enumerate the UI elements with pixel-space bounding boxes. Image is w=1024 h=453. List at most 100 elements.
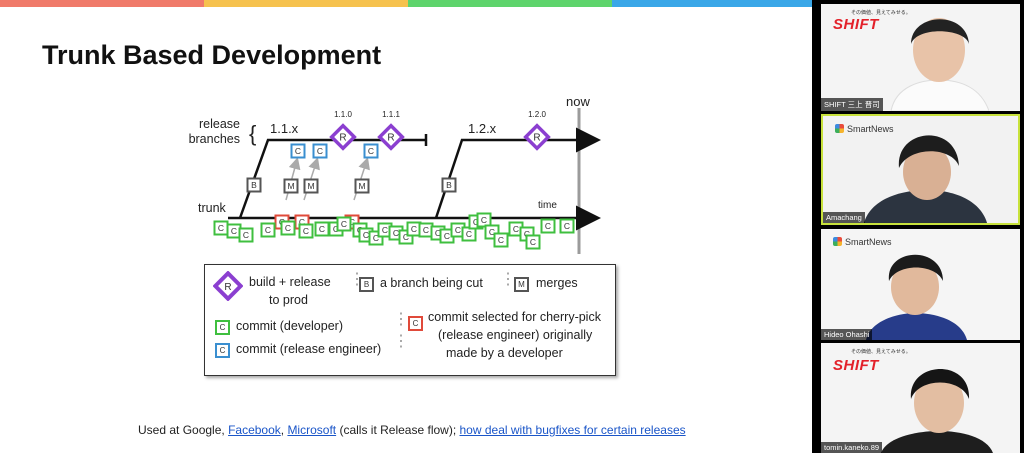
participant-name: tomin.kaneko.89 <box>821 442 883 453</box>
developer-commit: C <box>260 222 276 238</box>
smartnews-icon <box>835 124 844 133</box>
developer-commit: C <box>213 220 229 236</box>
footer-middle: (calls it Release flow); <box>336 423 460 437</box>
release-1-1-0-label: 1.1.0 <box>334 110 352 119</box>
release-1-1-0-diamond: R <box>329 123 357 151</box>
time-label: time <box>538 200 557 211</box>
slide-title: Trunk Based Development <box>42 40 382 70</box>
svg-text:C: C <box>363 230 369 240</box>
developer-commit: C <box>476 212 492 228</box>
svg-text:B: B <box>446 180 452 190</box>
facebook-link[interactable]: Facebook <box>228 423 281 437</box>
participant-name: Hideo Ohashi <box>821 329 873 340</box>
legend-commit-developer: commit (developer) <box>236 319 343 333</box>
trunk-label: trunk <box>198 201 227 215</box>
legend-divider: ⋮ <box>500 271 516 288</box>
legend-divider: ⋮ <box>393 311 409 328</box>
svg-text:C: C <box>265 225 271 235</box>
svg-text:C: C <box>341 219 347 229</box>
svg-text:C: C <box>393 228 399 238</box>
developer-commit: C <box>298 223 314 239</box>
legend-merges: merges <box>536 276 578 290</box>
svg-text:C: C <box>373 233 379 243</box>
bugfix-releases-link[interactable]: how deal with bugfixes for certain relea… <box>459 423 686 437</box>
smartnews-logo: SmartNews <box>835 124 894 134</box>
microsoft-link[interactable]: Microsoft <box>287 423 337 437</box>
svg-text:C: C <box>299 217 305 227</box>
branch-cut-icon: B <box>359 277 374 292</box>
svg-text:C: C <box>411 224 417 234</box>
participant-avatar <box>821 229 1020 340</box>
branch-cut-marker: B <box>246 177 262 193</box>
legend-cherry-pick-1: commit selected for cherry-pick <box>428 310 601 324</box>
legend-divider: ⋮ <box>393 333 409 350</box>
developer-commit: C <box>540 218 556 234</box>
svg-text:C: C <box>466 229 472 239</box>
branch-1-1-x-line <box>238 138 426 219</box>
participant-name: Amachang <box>823 212 865 223</box>
release-1-1-1-diamond: R <box>377 123 405 151</box>
svg-text:C: C <box>382 225 388 235</box>
developer-commit: C <box>525 234 541 250</box>
developer-commit: C <box>450 222 466 238</box>
svg-text:C: C <box>513 224 519 234</box>
svg-text:M: M <box>287 181 294 191</box>
svg-text:C: C <box>435 228 441 238</box>
svg-text:R: R <box>533 133 540 144</box>
release-diamond-icon: R <box>213 271 243 301</box>
branch-1-2-x-line <box>434 127 601 219</box>
svg-text:R: R <box>224 282 231 293</box>
commit-developer-icon: C <box>215 320 230 335</box>
shift-logo: SHIFT <box>833 16 879 33</box>
svg-text:C: C <box>403 232 409 242</box>
release-1-1-1-label: 1.1.1 <box>382 110 400 119</box>
release-engineer-commit: C <box>363 143 379 159</box>
merge-marker: M <box>283 178 299 194</box>
participant-video-tile[interactable]: SHIFT その価値、見えてみせる。 tomin.kaneko.89 <box>821 343 1020 453</box>
footer-prefix: Used at Google, <box>138 423 229 437</box>
svg-text:C: C <box>368 146 374 156</box>
shift-tagline: その価値、見えてみせる。 <box>851 10 911 16</box>
diagram-legend: R build + release to prod ⋮ B a branch b… <box>204 264 616 376</box>
commit-release-engineer-icon: C <box>215 343 230 358</box>
release-engineer-commit: C <box>312 143 328 159</box>
svg-text:C: C <box>524 229 530 239</box>
developer-commit: C <box>238 227 254 243</box>
merge-marker: M <box>303 178 319 194</box>
smartnews-logo: SmartNews <box>833 237 892 247</box>
legend-branch-cut: a branch being cut <box>380 276 483 290</box>
smartnews-label: SmartNews <box>845 237 892 247</box>
participant-video-tile[interactable]: SmartNews Hideo Ohashi <box>821 229 1020 340</box>
participant-video-tile[interactable]: SHIFT その価値、見えてみせる。 SHIFT 三上 晋司 <box>821 4 1020 111</box>
svg-text:C: C <box>349 217 355 227</box>
svg-text:B: B <box>251 180 257 190</box>
svg-text:C: C <box>423 225 429 235</box>
participant-avatar <box>821 4 1020 111</box>
legend-to-prod: to prod <box>269 293 308 307</box>
color-stripe <box>408 0 612 7</box>
smartnews-label: SmartNews <box>847 124 894 134</box>
footer-sep: , <box>280 423 288 437</box>
svg-text:C: C <box>243 230 249 240</box>
color-stripe <box>0 0 204 7</box>
svg-text:C: C <box>481 215 487 225</box>
svg-text:C: C <box>317 146 323 156</box>
legend-commit-release-engineer: commit (release engineer) <box>236 342 382 356</box>
svg-text:C: C <box>303 226 309 236</box>
developer-commit: C <box>226 223 242 239</box>
release-engineer-commit: C <box>290 143 306 159</box>
legend-cherry-pick-3: made by a developer <box>446 346 563 360</box>
participant-name: SHIFT 三上 晋司 <box>821 98 883 111</box>
commit-cherry-pick-icon: C <box>408 316 423 331</box>
participant-video-tile[interactable]: SmartNews Amachang <box>821 114 1020 225</box>
svg-text:C: C <box>489 227 495 237</box>
developer-commit: C <box>493 232 509 248</box>
svg-text:M: M <box>358 181 365 191</box>
legend-cherry-pick-2: (release engineer) originally <box>438 328 593 342</box>
now-label: now <box>566 94 590 109</box>
shift-tagline: その価値、見えてみせる。 <box>851 349 911 355</box>
svg-text:C: C <box>564 221 570 231</box>
